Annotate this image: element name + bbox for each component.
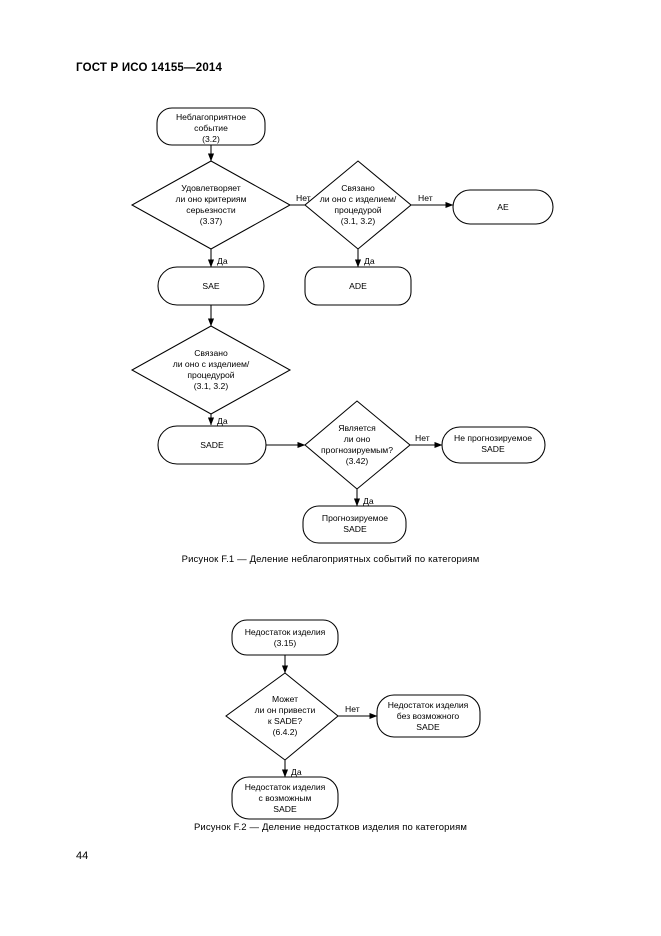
edge-label-anticipated-yes: Да [363,496,374,506]
decision-is-anticipated: Является ли оно прогнозируемым? (3.42) [304,400,411,490]
document-header-standard-number: ГОСТ Р ИСО 14155—2014 [76,62,223,74]
node-device-deficiency-start: Недостаток изделия (3.15) [231,619,339,656]
decision-related-top-line-4: (3.1, 3.2) [341,216,376,226]
node-unanticipated-sade: Не прогнозируемое SADE [441,426,546,464]
node-deficiency-without-sade-line-2: без возможного [397,711,460,721]
node-adverse-event-start: Неблагоприятное событие (3.2) [156,107,266,146]
decision-anticipated-line-1: Является [338,423,376,433]
node-sae: SAE [157,266,265,306]
page-number: 44 [76,850,89,862]
node-adverse-event-start-line-1: Неблагоприятное [176,112,246,122]
node-unanticipated-sade-line-2: SADE [481,444,505,454]
decision-related-mid-line-4: (3.1, 3.2) [194,381,229,391]
decision-related-mid-line-3: процедурой [187,370,234,380]
decision-related-top-line-1: Связано [341,183,375,193]
decision-seriousness-line-3: серьезности [186,205,236,215]
node-anticipated-sade-line-2: SADE [343,524,367,534]
node-adverse-event-start-line-3: (3.2) [202,134,220,144]
decision-related-device-procedure-mid: Связано ли оно с изделием/ процедурой (3… [130,325,292,415]
node-sade: SADE [157,425,267,465]
node-device-deficiency-start-line-2: (3.15) [274,638,297,648]
decision-lead-sade-line-2: ли он привести [255,705,316,715]
node-deficiency-without-sade-line-1: Недостаток изделия [388,700,469,710]
node-device-deficiency-start-line-1: Недостаток изделия [245,627,326,637]
node-ae: AE [452,189,554,225]
edge-label-lead-sade-yes: Да [291,767,302,777]
node-unanticipated-sade-line-1: Не прогнозируемое [454,433,532,443]
decision-anticipated-line-3: прогнозируемым? [321,445,393,455]
node-anticipated-sade: Прогнозируемое SADE [302,505,407,544]
edge-label-related-top-no: Нет [418,193,433,203]
node-deficiency-with-sade-line-2: с возможным [259,793,312,803]
edge-label-lead-sade-no: Нет [345,704,360,714]
decision-seriousness-line-4: (3.37) [200,216,223,226]
edge-label-related-mid-yes: Да [217,416,228,426]
decision-related-mid-line-2: ли оно с изделием/ [173,359,250,369]
edge-label-related-top-yes: Да [364,256,375,266]
node-ade: ADE [304,266,412,306]
node-deficiency-with-sade: Недостаток изделия с возможным SADE [231,776,339,820]
node-ade-label: ADE [349,281,367,291]
node-deficiency-with-sade-line-1: Недостаток изделия [245,782,326,792]
node-ae-label: AE [497,202,509,212]
figure-f2-flowchart: Недостаток изделия (3.15) Может ли он пр… [225,619,481,820]
figure-f1-flowchart: Неблагоприятное событие (3.2) Удовлетвор… [130,107,554,544]
node-deficiency-with-sade-line-3: SADE [273,804,297,814]
decision-seriousness-line-2: ли оно критериям [176,194,247,204]
decision-anticipated-line-2: ли оно [344,434,371,444]
figure-f2-caption: Рисунок F.2 — Деление недостатков издели… [193,822,468,833]
decision-lead-sade-line-4: (6.4.2) [273,727,298,737]
decision-lead-sade-line-1: Может [272,694,298,704]
decision-could-lead-to-sade: Может ли он привести к SADE? (6.4.2) [225,672,339,761]
edge-label-seriousness-yes: Да [217,256,228,266]
decision-anticipated-line-4: (3.42) [346,456,369,466]
decision-seriousness-line-1: Удовлетворяет [181,183,240,193]
decision-related-top-line-3: процедурой [334,205,381,215]
node-sade-label: SADE [200,440,224,450]
figure-f1-caption: Рисунок F.1 — Деление неблагоприятных со… [181,554,480,565]
decision-meets-seriousness-criteria: Удовлетворяет ли оно критериям серьезнос… [130,160,292,250]
decision-related-top-line-2: ли оно с изделием/ [320,194,397,204]
node-adverse-event-start-line-2: событие [194,123,228,133]
node-sae-label: SAE [202,281,219,291]
node-deficiency-without-sade: Недостаток изделия без возможного SADE [376,694,481,738]
node-deficiency-without-sade-line-3: SADE [416,722,440,732]
node-anticipated-sade-line-1: Прогнозируемое [322,513,388,523]
edge-label-anticipated-no: Нет [415,433,430,443]
edge-label-seriousness-no: Нет [296,193,311,203]
decision-related-mid-line-1: Связано [194,348,228,358]
decision-lead-sade-line-3: к SADE? [268,716,303,726]
decision-related-device-procedure-top: Связано ли оно с изделием/ процедурой (3… [304,160,412,250]
